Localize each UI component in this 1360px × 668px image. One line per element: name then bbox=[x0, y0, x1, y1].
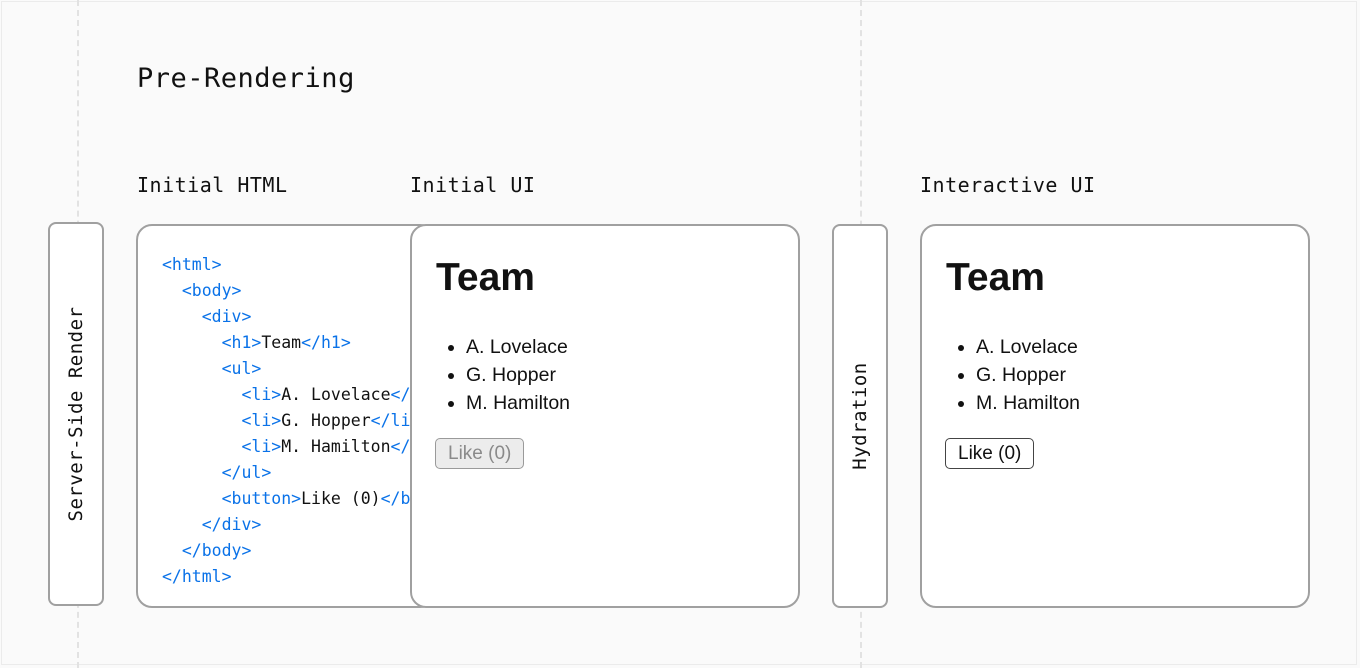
interactive-ui-member-list: A. Lovelace G. Hopper M. Hamilton bbox=[952, 333, 1080, 417]
code-tag: <html> bbox=[162, 255, 222, 274]
code-text: Team bbox=[261, 333, 302, 352]
code-line: <html> bbox=[162, 252, 434, 278]
server-side-render-label: Server-Side Render bbox=[65, 306, 87, 522]
code-tag: </h1> bbox=[301, 333, 351, 352]
code-tag: <li> bbox=[241, 411, 282, 430]
like-button[interactable]: Like (0) bbox=[945, 438, 1035, 469]
code-tag: </li> bbox=[370, 411, 421, 430]
code-line: <li>G. Hopper</li> bbox=[162, 408, 434, 434]
list-item: A. Lovelace bbox=[466, 333, 570, 361]
code-tag: </html> bbox=[162, 567, 232, 586]
code-line: <li>M. Hamilton</li> bbox=[162, 434, 434, 460]
server-side-render-step: Server-Side Render bbox=[48, 222, 104, 606]
list-item: M. Hamilton bbox=[976, 389, 1080, 417]
code-line: </div> bbox=[162, 512, 434, 538]
initial-html-label: Initial HTML bbox=[137, 173, 288, 197]
list-item: M. Hamilton bbox=[466, 389, 570, 417]
code-line: </ul> bbox=[162, 460, 434, 486]
code-line: <body> bbox=[162, 278, 434, 304]
initial-ui-member-list: A. Lovelace G. Hopper M. Hamilton bbox=[442, 333, 570, 417]
interactive-ui-label: Interactive UI bbox=[920, 173, 1096, 197]
code-tag: </body> bbox=[181, 541, 252, 560]
initial-ui-heading: Team bbox=[436, 256, 535, 299]
code-tag: <h1> bbox=[221, 333, 262, 352]
code-line: <li>A. Lovelace</li> bbox=[162, 382, 434, 408]
hydration-step: Hydration bbox=[832, 224, 888, 608]
diagram-title: Pre-Rendering bbox=[137, 63, 355, 94]
html-code-block: <html> <body> <div> <h1>Team</h1> <ul> <… bbox=[162, 252, 434, 590]
hydration-label: Hydration bbox=[849, 362, 871, 470]
code-line: </body> bbox=[162, 538, 434, 564]
interactive-ui-card: Team A. Lovelace G. Hopper M. Hamilton L… bbox=[920, 224, 1310, 608]
code-text: M. Hamilton bbox=[281, 437, 391, 456]
code-line: <ul> bbox=[162, 356, 434, 382]
code-tag: <button> bbox=[221, 489, 302, 508]
list-item: A. Lovelace bbox=[976, 333, 1080, 361]
code-tag: </ul> bbox=[221, 463, 272, 482]
list-item: G. Hopper bbox=[976, 361, 1080, 389]
like-button-disabled: Like (0) bbox=[435, 438, 525, 469]
code-tag: <div> bbox=[201, 307, 252, 326]
code-line: <div> bbox=[162, 304, 434, 330]
code-tag: <li> bbox=[241, 437, 282, 456]
code-line: <h1>Team</h1> bbox=[162, 330, 434, 356]
code-line: </html> bbox=[162, 564, 434, 590]
code-tag: <ul> bbox=[221, 359, 262, 378]
interactive-ui-heading: Team bbox=[946, 256, 1045, 299]
code-text: A. Lovelace bbox=[281, 385, 391, 404]
code-tag: </div> bbox=[201, 515, 262, 534]
code-tag: <li> bbox=[241, 385, 282, 404]
list-item: G. Hopper bbox=[466, 361, 570, 389]
code-line: <button>Like (0)</button> bbox=[162, 486, 434, 512]
code-tag: <body> bbox=[181, 281, 242, 300]
initial-ui-label: Initial UI bbox=[410, 173, 536, 197]
initial-ui-card: Team A. Lovelace G. Hopper M. Hamilton L… bbox=[410, 224, 800, 608]
code-text: Like (0) bbox=[301, 489, 381, 508]
initial-html-card: <html> <body> <div> <h1>Team</h1> <ul> <… bbox=[136, 224, 436, 608]
code-text: G. Hopper bbox=[281, 411, 371, 430]
